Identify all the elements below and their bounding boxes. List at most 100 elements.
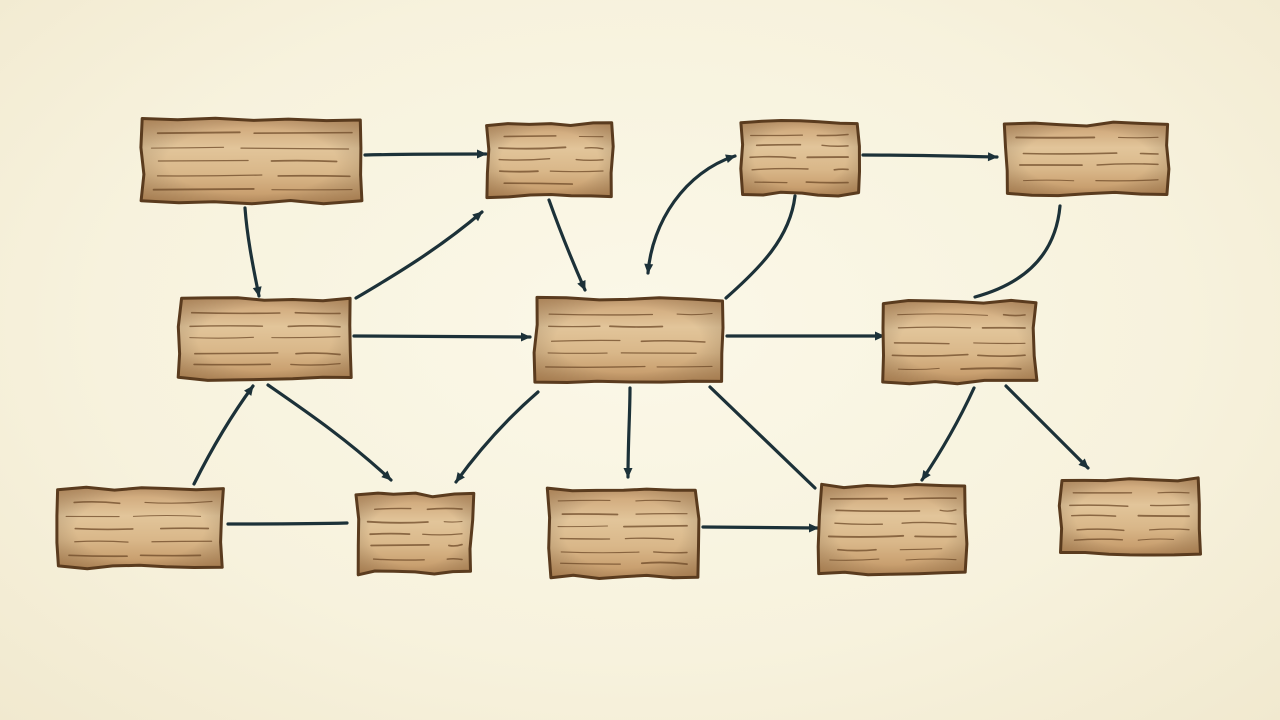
wood-grain — [270, 159, 338, 163]
wood-grain — [290, 362, 341, 366]
wood-grain — [827, 534, 905, 538]
wood-grain — [1137, 538, 1175, 541]
wood-grain — [240, 147, 350, 150]
wood-grain — [73, 500, 121, 505]
wood-grain — [194, 352, 279, 355]
wood-grain — [1149, 504, 1190, 507]
edge-e9 — [352, 332, 532, 342]
wood-grain — [189, 336, 255, 339]
wood-plank-node-n6 — [532, 295, 725, 384]
wood-grain — [426, 507, 463, 511]
wood-grain — [422, 533, 463, 536]
wood-grain — [1076, 528, 1125, 532]
wood-grain — [287, 325, 341, 328]
wood-grain — [816, 133, 849, 137]
wood-grain — [152, 187, 255, 191]
wood-grain — [653, 551, 688, 554]
wood-plank-node-n8 — [55, 485, 225, 571]
wood-grain — [893, 342, 950, 345]
plank-outline — [881, 298, 1039, 386]
wood-grain — [448, 543, 463, 547]
wood-grain — [749, 155, 797, 159]
plank-outline — [176, 296, 353, 382]
plank-outline — [1002, 120, 1171, 198]
plank-shade — [178, 297, 352, 381]
wood-grain — [369, 532, 411, 536]
wood-grain — [498, 146, 567, 150]
edge-e4 — [547, 198, 587, 292]
wood-grain — [837, 548, 877, 552]
wood-grain — [609, 325, 664, 328]
edge-e14 — [454, 390, 540, 484]
wood-grain — [132, 515, 202, 517]
wood-plank-node-n11 — [816, 482, 969, 577]
wood-plank-node-n5 — [176, 296, 353, 382]
wood-grain — [635, 499, 681, 503]
wood-grain — [899, 548, 943, 551]
wood-grain — [443, 520, 463, 523]
wood-grain — [897, 326, 972, 329]
wood-grain — [68, 554, 128, 558]
wood-grain — [891, 353, 969, 357]
wood-plank-node-n2 — [485, 121, 615, 200]
wood-grain — [1096, 163, 1159, 166]
wood-plank-node-n10 — [545, 486, 701, 580]
plank-shade — [140, 118, 362, 204]
wood-grain — [1073, 538, 1124, 541]
wood-grain — [372, 558, 425, 561]
wood-grain — [1069, 504, 1129, 507]
edge-e13 — [226, 521, 349, 526]
wood-plank-node-n9 — [354, 491, 476, 577]
wood-grain — [624, 537, 675, 540]
wood-grain — [656, 365, 713, 368]
plank-outline — [739, 119, 861, 198]
wood-grain — [189, 325, 264, 328]
plank-shade — [818, 484, 967, 575]
wood-grain — [1002, 313, 1026, 317]
wood-grain — [754, 181, 788, 184]
wood-grain — [150, 146, 225, 149]
wood-grain — [550, 339, 621, 342]
edge-e7 — [724, 194, 797, 300]
wood-grain — [821, 144, 849, 148]
wood-grain — [1070, 514, 1117, 517]
wood-plank-node-n3 — [739, 119, 861, 198]
wood-grain — [903, 497, 957, 500]
edge-e2 — [243, 206, 262, 298]
wood-grain — [294, 311, 341, 315]
wood-plank-node-n12 — [1057, 476, 1202, 557]
plank-shade — [882, 300, 1037, 384]
wood-grain — [973, 342, 1026, 345]
edge-e17 — [701, 523, 820, 533]
wood-plank-node-n7 — [881, 298, 1039, 386]
wood-grain — [1139, 152, 1159, 155]
wood-grain — [905, 558, 957, 561]
wood-grain — [835, 509, 921, 513]
edge-e15 — [623, 386, 633, 479]
wood-grain — [144, 500, 213, 504]
edges — [192, 149, 1090, 533]
wood-grain — [1148, 528, 1190, 531]
edge-e6 — [861, 152, 999, 162]
wood-grain — [446, 557, 463, 561]
wood-grain — [156, 174, 263, 177]
wood-grain — [897, 367, 940, 371]
wood-grain — [805, 181, 849, 184]
wood-grain — [834, 522, 884, 526]
plank-outline — [55, 485, 225, 571]
plank-shade — [56, 487, 224, 569]
wood-grain — [1095, 179, 1159, 182]
edge-e18 — [920, 386, 976, 482]
wood-grain — [1022, 179, 1075, 182]
edge-e11 — [192, 384, 255, 486]
edge-e8 — [973, 204, 1062, 299]
wood-plank-node-n1 — [139, 116, 364, 206]
wood-grain — [977, 354, 1026, 358]
wood-grain — [640, 339, 706, 343]
edge-e5 — [644, 154, 737, 275]
wood-grain — [584, 147, 604, 150]
wood-grain — [74, 540, 129, 543]
edge-e16 — [708, 385, 817, 490]
plank-outline — [485, 121, 615, 200]
